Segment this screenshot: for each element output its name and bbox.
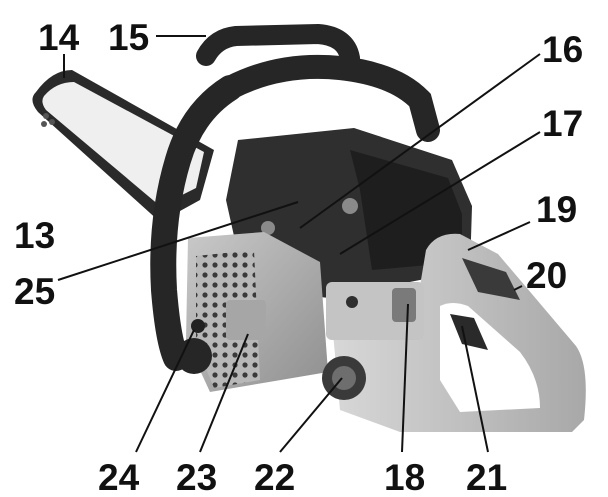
callout-25: 25	[14, 271, 55, 312]
callout-17: 17	[542, 103, 583, 144]
leader-line-22	[279, 377, 343, 453]
callout-22: 22	[254, 457, 295, 497]
starter-cover	[186, 232, 328, 392]
callout-23: 23	[176, 457, 217, 497]
callout-20: 20	[526, 255, 567, 296]
leader-line-17	[339, 131, 541, 255]
leader-line-18	[401, 303, 409, 453]
leader-line-24	[135, 329, 195, 453]
leader-line-23	[199, 333, 249, 453]
callout-24: 24	[98, 457, 140, 497]
callout-19: 19	[536, 189, 577, 230]
rear-handle	[330, 233, 586, 432]
leader-line-25	[57, 201, 299, 281]
callout-21: 21	[466, 457, 507, 497]
callout-numbers: 13 14 15 16 17 18 19 20 21 22 23 24 25	[14, 17, 583, 497]
leader-lines	[57, 35, 541, 453]
front-handle	[150, 23, 440, 371]
leader-line-16	[299, 53, 541, 229]
callout-16: 16	[542, 29, 583, 70]
leader-line-20	[513, 285, 523, 291]
callout-13: 13	[14, 215, 55, 256]
callout-15: 15	[108, 17, 149, 58]
leader-line-19	[467, 221, 531, 251]
leader-line-21	[461, 325, 489, 453]
callout-14: 14	[38, 17, 80, 58]
callout-18: 18	[384, 457, 425, 497]
